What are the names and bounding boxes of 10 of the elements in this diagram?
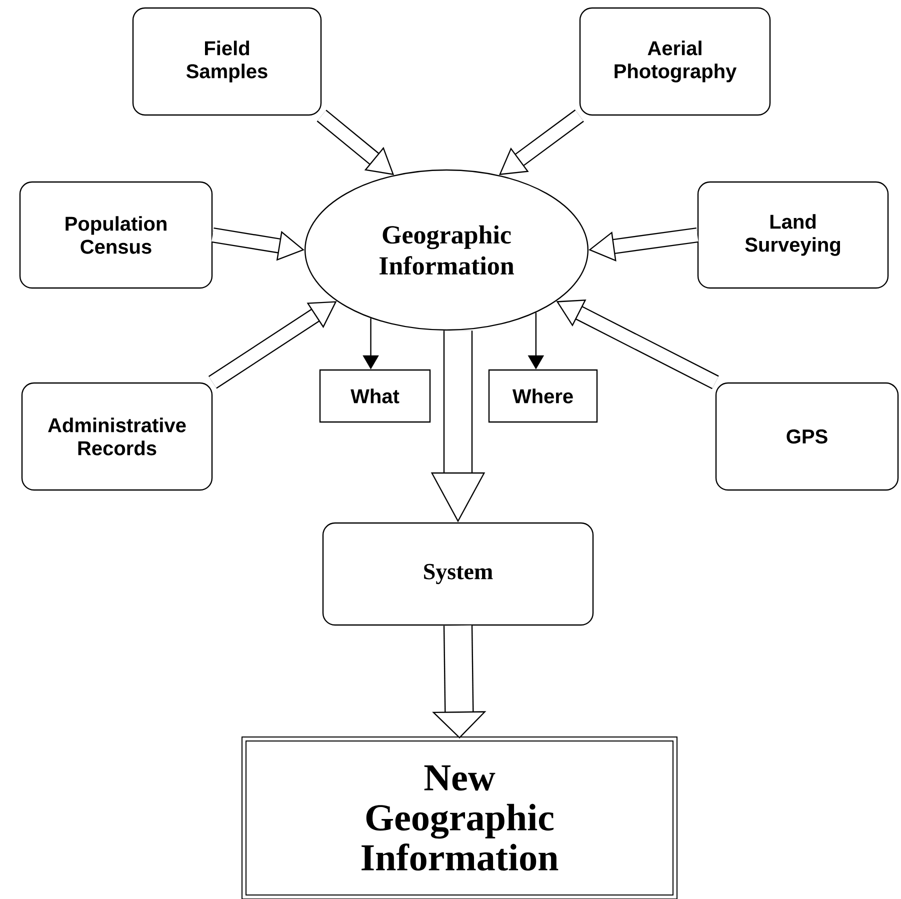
rounded-box: Field Samples (132, 7, 322, 116)
rounded-box: System (322, 522, 594, 626)
rounded-box: Population Census (19, 181, 213, 289)
label-box: What (319, 369, 431, 423)
result-box: New Geographic Information (242, 736, 678, 899)
rounded-box: GPS (715, 382, 899, 491)
rounded-box: Aerial Photography (579, 7, 771, 116)
label-box: Where (488, 369, 598, 423)
rounded-box: Administrative Records (21, 382, 213, 491)
rounded-box: Land Surveying (697, 181, 889, 289)
